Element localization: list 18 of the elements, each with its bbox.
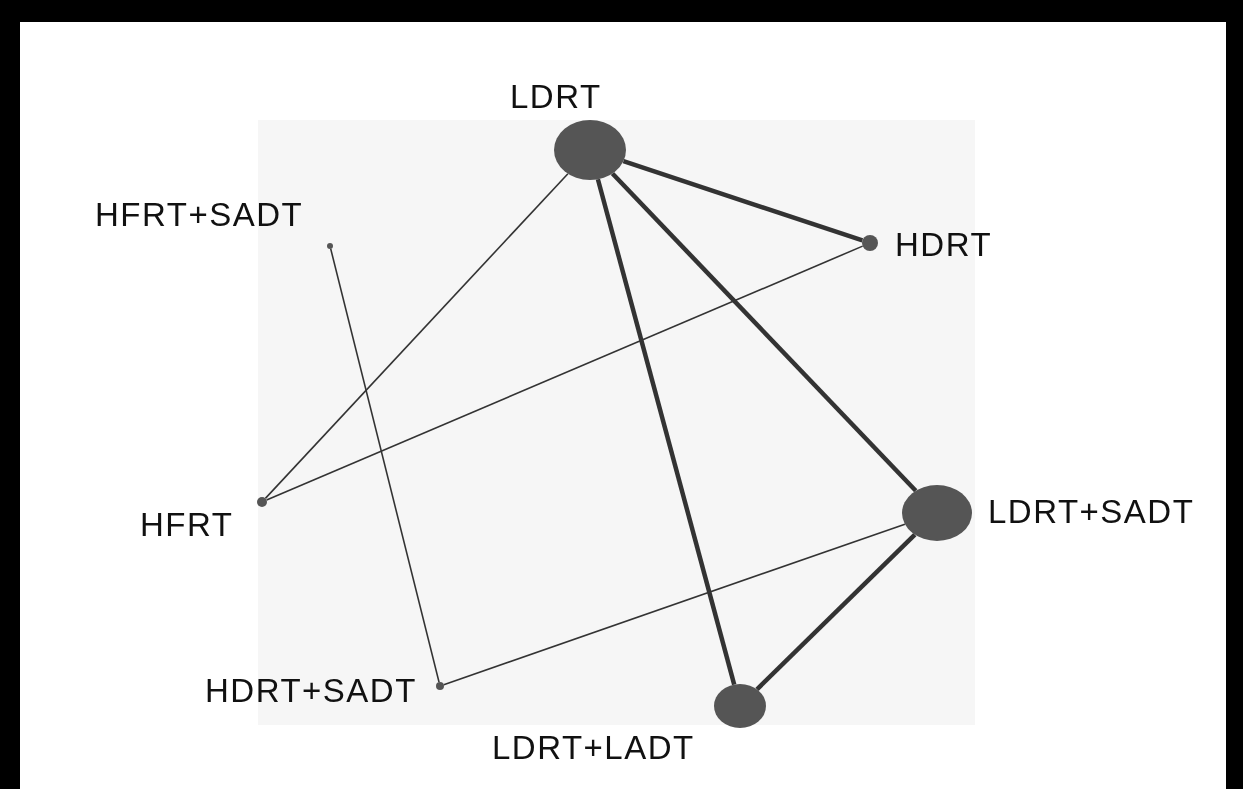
node-label: LDRT+LADT — [492, 731, 695, 764]
network-edge — [329, 248, 440, 683]
network-edge — [442, 523, 906, 686]
network-edge — [755, 533, 917, 691]
treatment-node — [436, 682, 444, 690]
network-edge — [265, 245, 864, 501]
treatment-node — [327, 243, 333, 249]
node-label: HDRT+SADT — [205, 674, 417, 707]
node-label: HFRT+SADT — [95, 198, 304, 231]
treatment-node — [257, 497, 267, 507]
network-edge — [610, 171, 918, 493]
node-label: LDRT — [510, 80, 602, 113]
node-label: HFRT — [140, 508, 234, 541]
network-edge — [595, 178, 737, 686]
network-edge — [622, 158, 864, 243]
network-edge — [264, 172, 569, 500]
node-label: LDRT+SADT — [988, 495, 1195, 528]
node-label: HDRT — [895, 228, 993, 261]
